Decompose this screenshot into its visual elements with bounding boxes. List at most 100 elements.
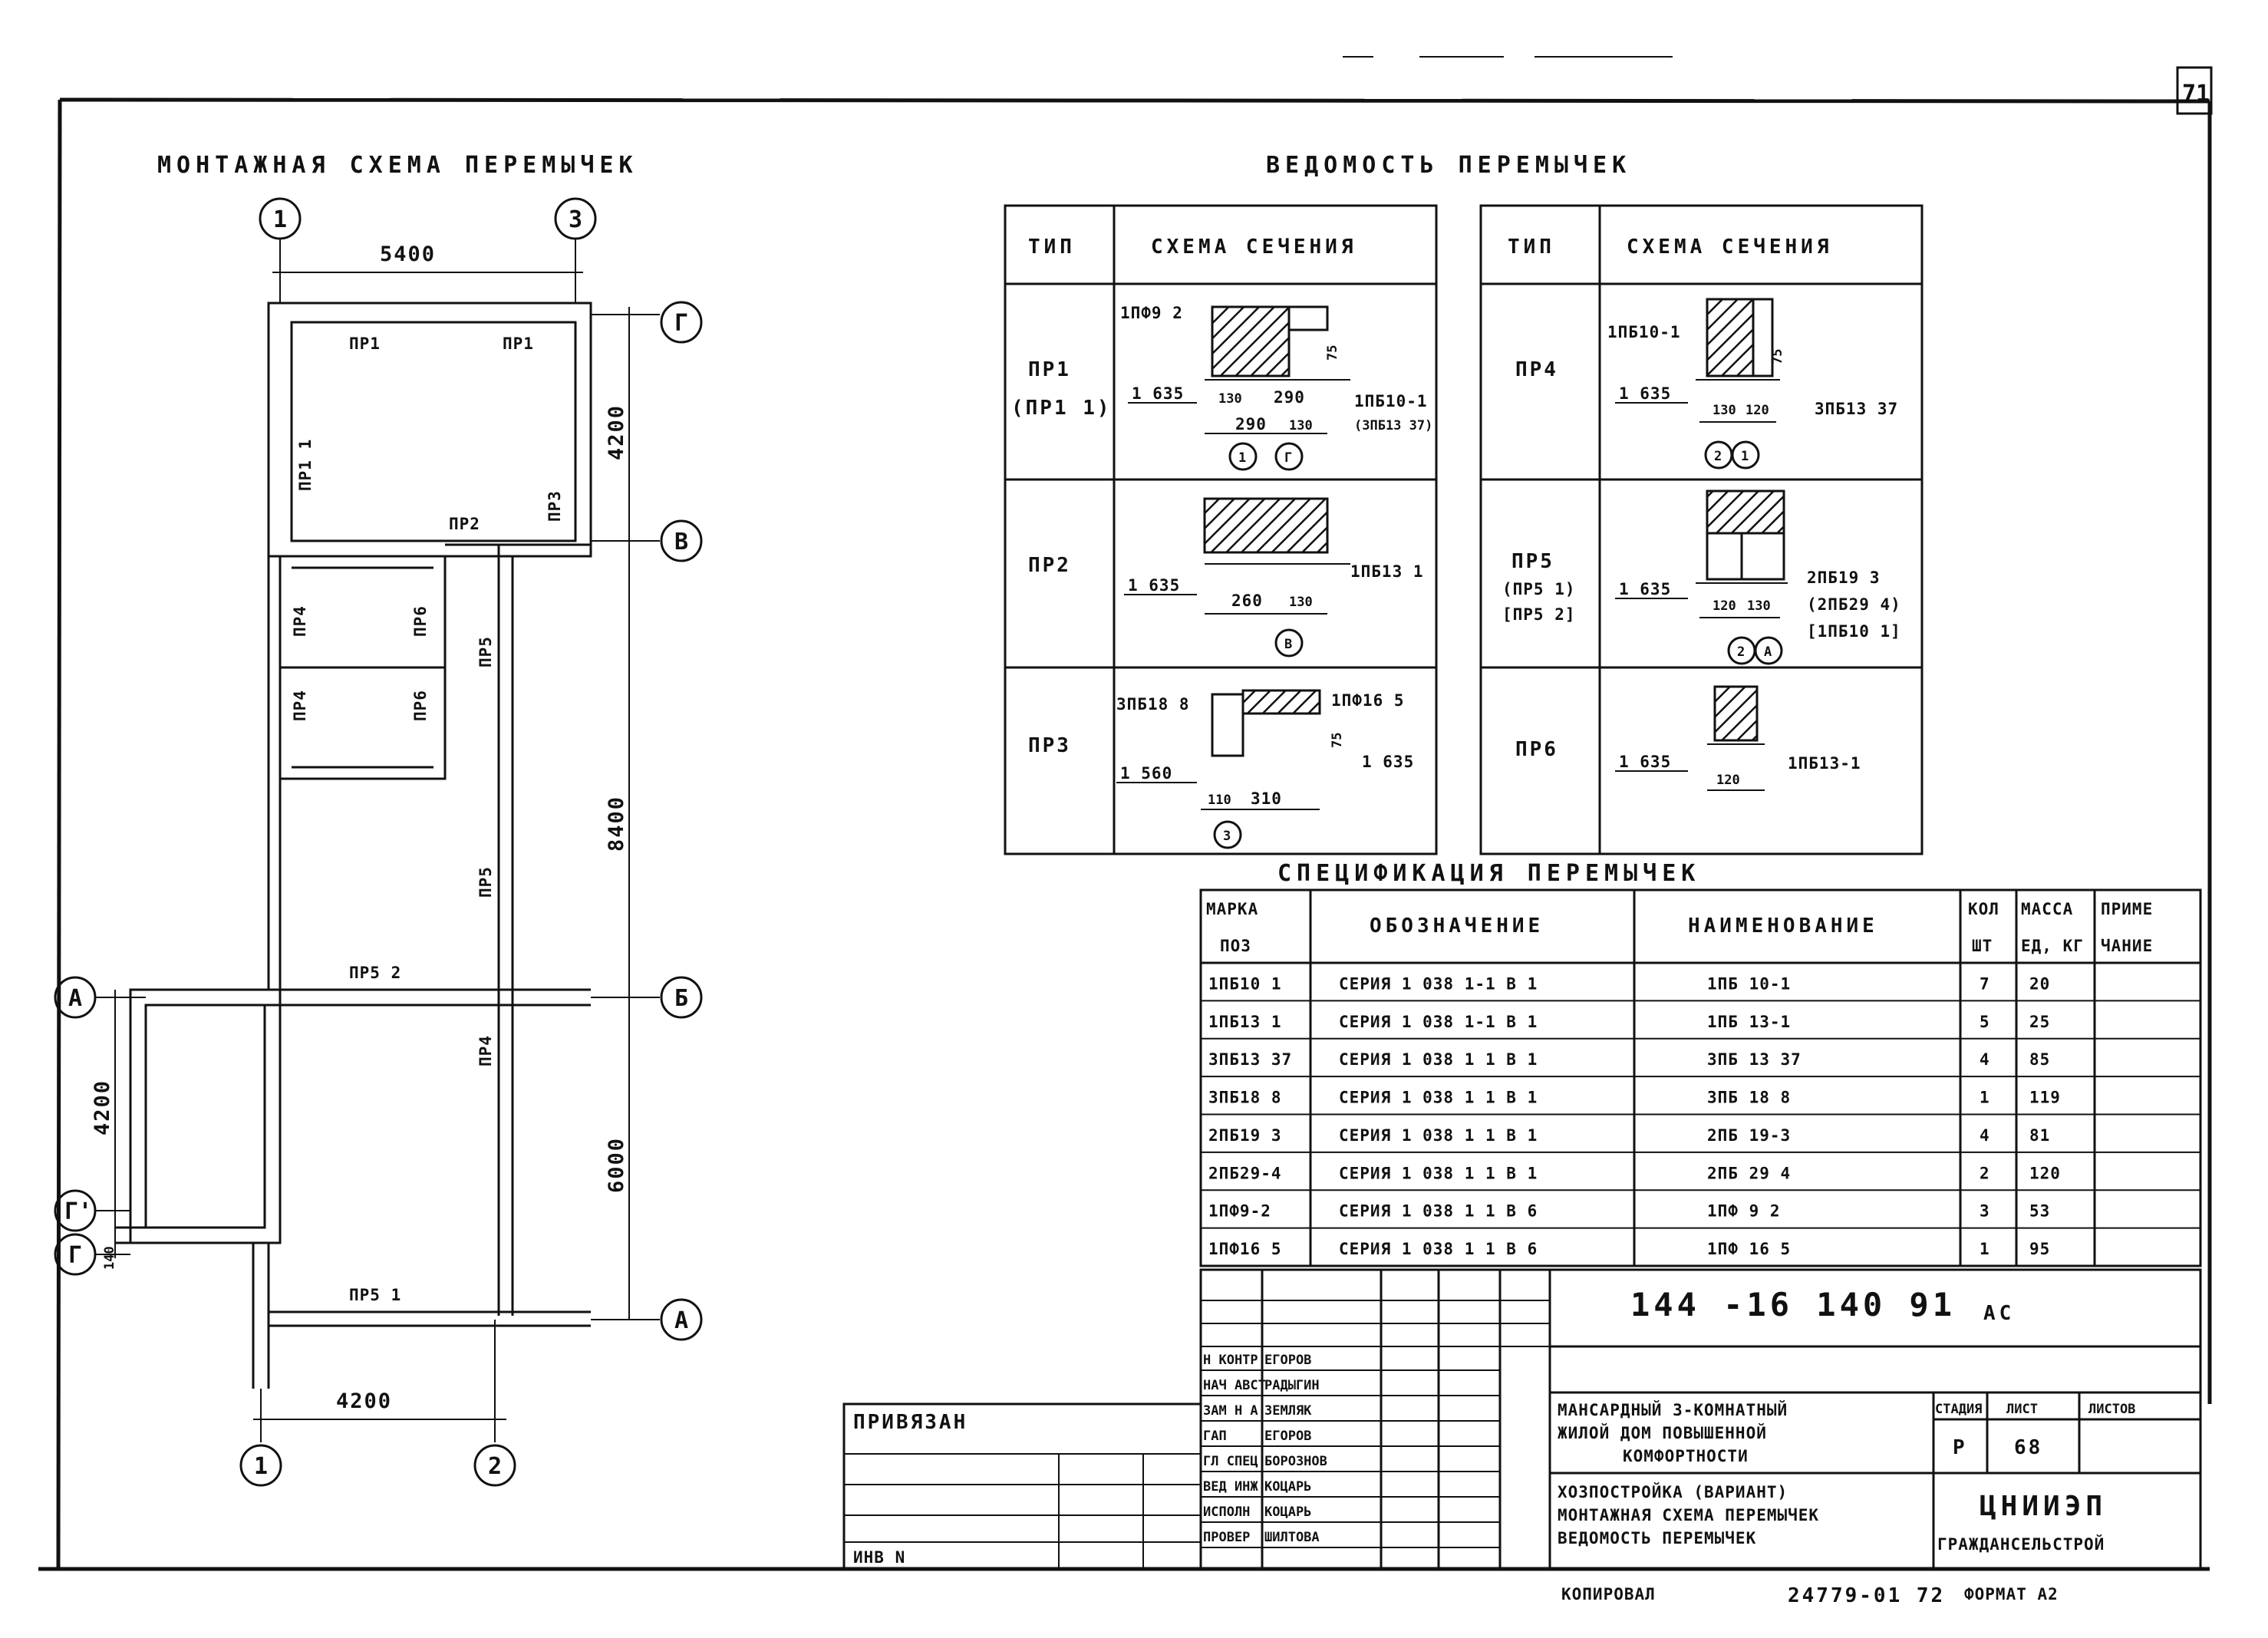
plan-title-text: МОНТАЖНАЯ СХЕМА ПЕРЕМЫЧЕК xyxy=(157,152,638,179)
level-mark: 1 635 xyxy=(1132,384,1184,403)
level-mark: 1 635 xyxy=(1619,580,1671,598)
role-title: Н КОНТР xyxy=(1203,1353,1258,1368)
spec-header: МАССА xyxy=(2021,900,2073,918)
spec-table: МАРКА ПОЗ ОБОЗНАЧЕНИЕ НАИМЕНОВАНИЕ КОЛ Ш… xyxy=(1199,888,2202,1267)
lintel-type: (ПР5 1) xyxy=(1502,580,1576,598)
section-label: 2ПБ19 3 xyxy=(1807,569,1881,587)
dim-label: 4200 xyxy=(91,1079,114,1135)
spec-cell: 95 xyxy=(2029,1240,2050,1258)
lintel-label: ПР5 1 xyxy=(349,1286,401,1304)
spec-cell: 2 xyxy=(1980,1164,1990,1182)
org-name: ГРАЖДАНСЕЛЬСТРОЙ xyxy=(1937,1534,2105,1554)
spec-cell: 3 xyxy=(1980,1202,1990,1221)
lintel-label: ПР4 xyxy=(291,690,309,721)
lintel-label: ПР6 xyxy=(411,605,430,637)
dim-label: 260 xyxy=(1231,592,1263,610)
column-header: СХЕМА СЕЧЕНИЯ xyxy=(1627,236,1833,259)
role-name: ШИЛТОВА xyxy=(1264,1530,1320,1545)
spec-cell: 2ПБ19 3 xyxy=(1208,1126,1282,1145)
lintel-label: ПР6 xyxy=(411,690,430,721)
spec-header: ЕД, КГ xyxy=(2021,937,2084,955)
spec-cell: 85 xyxy=(2029,1050,2050,1069)
vedomost-table-right: ТИП СХЕМА СЕЧЕНИЯ ПР4 1ПБ10-1 3ПБ13 37 1… xyxy=(1479,204,1924,855)
spec-header: ОБОЗНАЧЕНИЕ xyxy=(1370,915,1544,938)
section-label: 1ПБ13-1 xyxy=(1788,754,1861,773)
role-title: НАЧ АВСТ xyxy=(1203,1378,1266,1393)
order-number: 24779-01 72 xyxy=(1788,1584,1945,1607)
axis-label: 3 xyxy=(1223,829,1231,844)
spec-cell: СЕРИЯ 1 038 1-1 В 1 xyxy=(1339,974,1538,993)
axis-label: А xyxy=(1764,644,1772,660)
spec-cell: 120 xyxy=(2029,1164,2061,1182)
spec-cell: 81 xyxy=(2029,1126,2050,1145)
dim-label: 5400 xyxy=(380,242,436,266)
section-label: (3ПБ13 37) xyxy=(1354,418,1432,433)
axis-label: Г xyxy=(68,1242,82,1269)
footer: КОПИРОВАЛ 24779-01 72 ФОРМАТ А2 xyxy=(1561,1584,2058,1607)
page-number: 71 xyxy=(2182,81,2210,107)
stage-label: СТАДИЯ xyxy=(1935,1402,1982,1417)
dim-label: 75 xyxy=(1325,345,1340,361)
dim-label: 4200 xyxy=(336,1389,392,1413)
level-mark: 1 635 xyxy=(1619,753,1671,771)
role-name: РАДЫГИН xyxy=(1264,1378,1320,1393)
dim-label: 75 xyxy=(1770,349,1785,364)
vedomost-title: ВЕДОМОСТЬ ПЕРЕМЫЧЕК xyxy=(1266,152,1631,179)
sheet-title: ХОЗПОСТРОЙКА (ВАРИАНТ) xyxy=(1558,1482,1788,1501)
axis-label: Г xyxy=(674,310,688,337)
spec-header: ПОЗ xyxy=(1220,937,1251,955)
spec-cell: 119 xyxy=(2029,1089,2061,1107)
lintel-label: ПР5 xyxy=(476,866,495,898)
spec-cell: 53 xyxy=(2029,1202,2050,1221)
spec-cell: 1ПФ 16 5 xyxy=(1707,1240,1791,1258)
axis-label: 1 xyxy=(273,206,287,233)
dim-label: 130 xyxy=(1289,418,1313,433)
lintel-type: ПР4 xyxy=(1515,358,1558,381)
spec-cell: СЕРИЯ 1 038 1 1 В 1 xyxy=(1339,1089,1538,1107)
spec-cell: 2ПБ 19-3 xyxy=(1707,1126,1791,1145)
axis-label: А xyxy=(68,985,82,1012)
privyazan-label: ПРИВЯЗАН xyxy=(853,1411,968,1434)
spec-header: НАИМЕНОВАНИЕ xyxy=(1688,915,1878,938)
role-title: ПРОВЕР xyxy=(1203,1530,1250,1545)
axis-marker xyxy=(554,197,597,240)
section-label: 1ПФ9 2 xyxy=(1120,304,1183,322)
spec-header: КОЛ xyxy=(1968,900,1999,918)
spec-cell: 3ПБ 13 37 xyxy=(1707,1050,1802,1069)
spec-cell: СЕРИЯ 1 038 1 1 В 1 xyxy=(1339,1126,1538,1145)
spec-cell: СЕРИЯ 1 038 1 1 В 6 xyxy=(1339,1202,1538,1221)
spec-cell: 3ПБ 18 8 xyxy=(1707,1089,1791,1107)
lintel-type: ПР5 xyxy=(1511,550,1554,573)
section-label: [1ПБ10 1] xyxy=(1807,622,1901,641)
lintel-label: ПР4 xyxy=(291,605,309,637)
stage-value: Р xyxy=(1953,1436,1967,1459)
dim-label: 120 xyxy=(1716,773,1740,788)
spec-header: ПРИМЕ xyxy=(2101,900,2153,918)
lintel-type: (ПР1 1) xyxy=(1011,397,1112,420)
dim-label: 75 xyxy=(1330,733,1345,748)
vedomost-table-left: ТИП СХЕМА СЕЧЕНИЯ ПР1 (ПР1 1) 1ПФ9 2 1ПБ… xyxy=(1004,204,1438,855)
axis-label: 1 xyxy=(1741,449,1749,464)
dim-label: 110 xyxy=(1208,793,1231,808)
spec-cell: 2ПБ29-4 xyxy=(1208,1164,1282,1182)
dim-label: 120 xyxy=(1713,598,1736,614)
role-title: ГЛ СПЕЦ xyxy=(1203,1454,1258,1469)
axis-label: В xyxy=(674,529,688,555)
inventory-label: ИНВ N xyxy=(853,1548,905,1567)
sheet-label: ЛИСТ xyxy=(2006,1402,2038,1417)
spec-cell: 7 xyxy=(1980,974,1990,993)
spec-cell: СЕРИЯ 1 038 1 1 В 1 xyxy=(1339,1050,1538,1069)
plan-lintel-labels: ПР1 ПР1 ПР1 1 ПР3 ПР2 ПР4 ПР6 ПР4 ПР6 ПР… xyxy=(291,335,564,1304)
role-title: ЗАМ Н А xyxy=(1203,1403,1258,1419)
plan-walls xyxy=(115,302,592,1389)
spec-cell: СЕРИЯ 1 038 1 1 В 1 xyxy=(1339,1164,1538,1182)
spec-cell: 1 xyxy=(1980,1089,1990,1107)
plan-title: МОНТАЖНАЯ СХЕМА ПЕРЕМЫЧЕК xyxy=(157,152,638,179)
section-label: 1ПБ10-1 xyxy=(1354,392,1428,410)
spec-cell: 4 xyxy=(1980,1050,1990,1069)
axis-label: Г xyxy=(1284,450,1292,466)
